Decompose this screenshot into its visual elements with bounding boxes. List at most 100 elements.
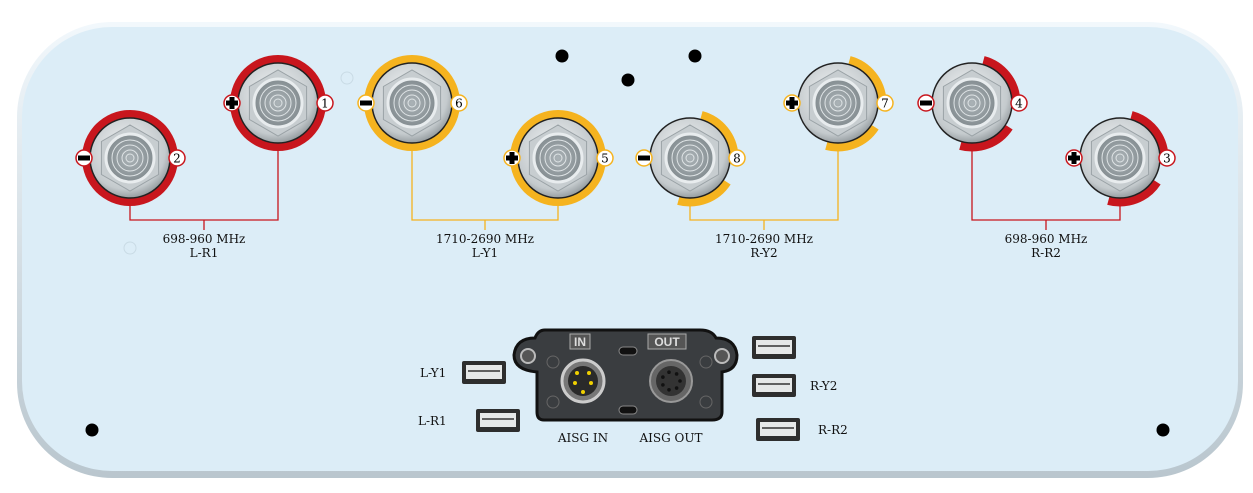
screw-icon bbox=[714, 348, 730, 364]
aisg-out-connector[interactable] bbox=[649, 359, 693, 403]
connector-number: 6 bbox=[455, 97, 463, 111]
face-ring bbox=[121, 149, 139, 167]
connector-number: 3 bbox=[1163, 152, 1171, 166]
port-label-l_r1: L-R1 bbox=[418, 414, 447, 428]
number-badge bbox=[450, 94, 468, 112]
minus-icon bbox=[78, 155, 90, 161]
aisg-plate: IN OUT AISG IN AISG OUT bbox=[512, 328, 739, 445]
face-ring bbox=[125, 153, 135, 163]
port-slots: L-Y1L-R1R-Y2R-R2 bbox=[418, 336, 848, 441]
minus-icon bbox=[920, 100, 932, 106]
connector-6[interactable]: 6 bbox=[357, 55, 468, 151]
aisg-out-face bbox=[656, 366, 686, 396]
face-ring bbox=[676, 144, 704, 172]
connector-5[interactable]: 5 bbox=[503, 110, 614, 206]
faint-hole bbox=[123, 241, 137, 255]
face-ring bbox=[1101, 139, 1139, 177]
connector-8[interactable]: 8 bbox=[635, 104, 746, 212]
band-frequency: 1710-2690 MHz bbox=[714, 232, 814, 246]
connector-face bbox=[812, 77, 864, 129]
plus-icon-vertical bbox=[1071, 152, 1077, 164]
slot-icon bbox=[618, 405, 638, 415]
out-tag: OUT bbox=[654, 335, 680, 349]
face-ring bbox=[273, 98, 283, 108]
connector-number: 8 bbox=[733, 152, 741, 166]
pin bbox=[573, 381, 577, 385]
plus-icon-vertical bbox=[509, 152, 515, 164]
connector-face bbox=[104, 132, 156, 184]
connector-line bbox=[129, 148, 279, 230]
face-ring bbox=[259, 84, 297, 122]
faint-hole bbox=[340, 71, 354, 85]
screw-hole bbox=[699, 395, 713, 409]
socket bbox=[661, 383, 665, 387]
face-ring bbox=[111, 139, 149, 177]
face-ring bbox=[967, 98, 977, 108]
slot-insert bbox=[756, 378, 792, 392]
connector-face bbox=[386, 77, 438, 129]
slot-insert bbox=[466, 365, 502, 379]
face-ring bbox=[553, 153, 563, 163]
face-ring bbox=[671, 139, 709, 177]
socket bbox=[667, 370, 671, 375]
port-slot[interactable] bbox=[476, 409, 520, 432]
number-badge bbox=[1010, 94, 1028, 112]
connector-number: 5 bbox=[601, 152, 609, 166]
minus-icon bbox=[638, 155, 650, 161]
port-slot[interactable] bbox=[756, 418, 800, 441]
connector-3[interactable]: 3 bbox=[1065, 104, 1176, 212]
band-frequency: 698-960 MHz bbox=[162, 232, 246, 246]
band-frequency: 1710-2690 MHz bbox=[435, 232, 535, 246]
aisg-out-label: AISG OUT bbox=[639, 431, 703, 445]
hole-dot bbox=[85, 423, 99, 437]
port-slot[interactable] bbox=[752, 336, 796, 359]
connector-face bbox=[532, 132, 584, 184]
in-tag: IN bbox=[574, 335, 586, 349]
hole-dot bbox=[555, 49, 569, 63]
port-label-r_y2: R-Y2 bbox=[810, 379, 837, 393]
panel-face bbox=[22, 27, 1238, 471]
aisg-in-label: AISG IN bbox=[557, 431, 608, 445]
face-ring bbox=[539, 139, 577, 177]
in-tag-box bbox=[569, 333, 591, 350]
face-ring bbox=[264, 89, 292, 117]
plus-icon-vertical bbox=[229, 97, 235, 109]
connector-4[interactable]: 4 bbox=[917, 49, 1028, 157]
screw-icon bbox=[520, 348, 536, 364]
connector-2[interactable]: 2 bbox=[75, 110, 186, 206]
minus-icon bbox=[360, 100, 372, 106]
screw-hole bbox=[546, 395, 560, 409]
connector-1[interactable]: 1 bbox=[223, 55, 334, 151]
pin bbox=[587, 371, 591, 375]
mounting-holes bbox=[85, 49, 1170, 437]
face-ring bbox=[1106, 144, 1134, 172]
slot-insert bbox=[760, 422, 796, 436]
face-ring bbox=[824, 89, 852, 117]
band-arc bbox=[923, 54, 1021, 152]
face-ring bbox=[953, 84, 991, 122]
band-arc bbox=[641, 109, 739, 207]
slot-icon bbox=[618, 346, 638, 356]
hole-dot bbox=[621, 73, 635, 87]
port-slot[interactable] bbox=[462, 361, 506, 384]
face-ring bbox=[269, 94, 287, 112]
port-slot[interactable] bbox=[752, 374, 796, 397]
socket bbox=[674, 372, 679, 376]
number-badge bbox=[876, 94, 894, 112]
face-ring bbox=[403, 94, 421, 112]
band-name: L-Y1 bbox=[471, 246, 499, 260]
out-tag-box bbox=[647, 333, 687, 350]
band-arc bbox=[1071, 109, 1169, 207]
connector-number: 2 bbox=[173, 152, 181, 166]
connector-7[interactable]: 7 bbox=[783, 49, 894, 157]
port-label-l_y1: L-Y1 bbox=[420, 366, 446, 380]
face-ring bbox=[685, 153, 695, 163]
band-arc bbox=[789, 54, 887, 152]
face-ring bbox=[958, 89, 986, 117]
face-ring bbox=[544, 144, 572, 172]
aisg-in-connector[interactable] bbox=[560, 358, 606, 404]
